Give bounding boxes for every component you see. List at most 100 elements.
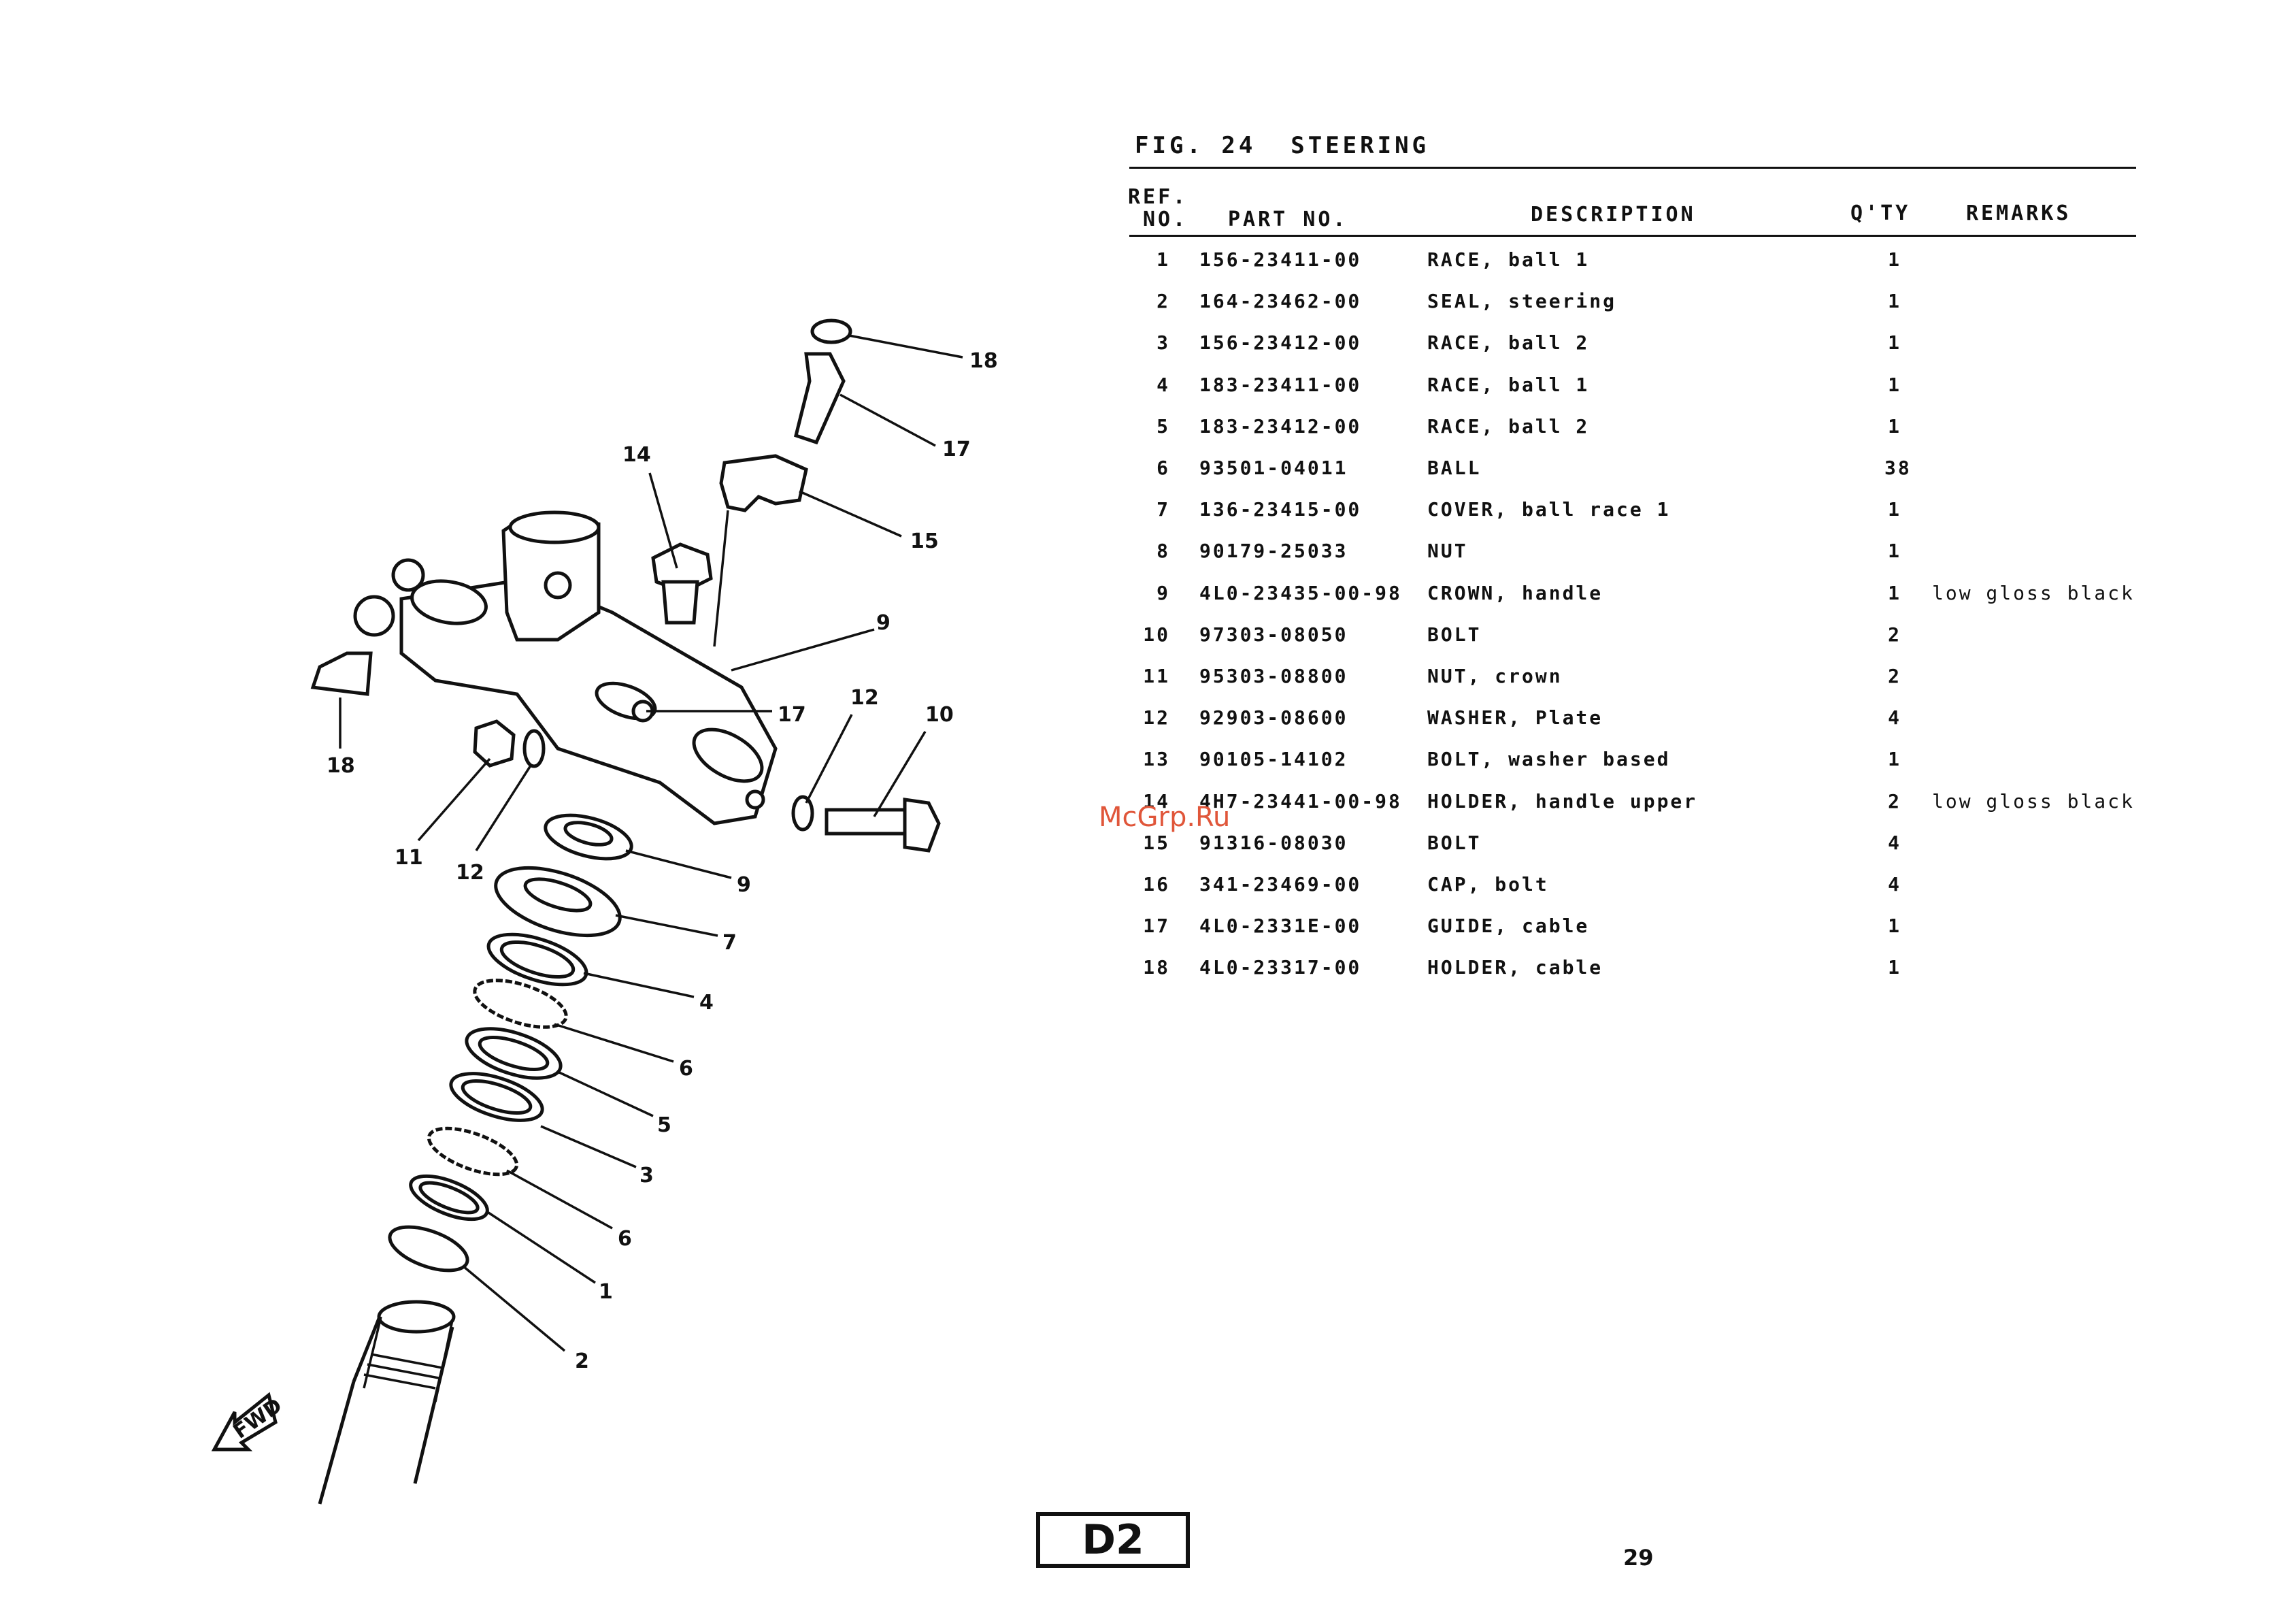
ref-cell: 7 — [1157, 498, 1170, 521]
description-cell: RACE, ball 1 — [1427, 373, 1590, 396]
qty-cell: 38 — [1884, 457, 1912, 479]
callout-3: 3 — [639, 1164, 654, 1187]
qty-cell: 1 — [1888, 748, 1901, 771]
description-cell: GUIDE, cable — [1427, 915, 1590, 938]
washer-left-part — [522, 729, 546, 768]
exploded-view-diagram: FWD — [0, 0, 1034, 1623]
table-row: 4 183-23411-00 RACE, ball 1 1 — [1129, 374, 2136, 412]
qty-cell: 4 — [1888, 873, 1901, 896]
remarks-cell: low gloss black — [1932, 789, 2135, 813]
part-no-cell: 92903-08600 — [1199, 706, 1348, 729]
qty-cell: 1 — [1888, 540, 1901, 563]
qty-cell: 2 — [1888, 623, 1901, 646]
steering-stem — [318, 1300, 456, 1505]
ref-cell: 2 — [1157, 290, 1170, 313]
part-no-cell: 164-23462-00 — [1199, 290, 1362, 313]
description-cell: SEAL, steering — [1427, 290, 1617, 313]
table-row: 10 97303-08050 BOLT 2 — [1129, 623, 2136, 661]
callout-2: 2 — [575, 1349, 589, 1373]
balls-upper-part — [473, 979, 568, 1029]
callout-6-lower: 6 — [618, 1227, 632, 1251]
qty-cell: 1 — [1888, 498, 1901, 521]
qty-cell: 1 — [1888, 956, 1901, 979]
description-cell: RACE, ball 2 — [1427, 414, 1590, 438]
part-no-cell: 90179-25033 — [1199, 540, 1348, 563]
header-qty: Q'TY — [1850, 201, 1911, 225]
ref-cell: 1 — [1157, 248, 1170, 271]
description-cell: BOLT — [1427, 623, 1482, 646]
part-no-cell: 90105-14102 — [1199, 748, 1348, 771]
callout-8: 9 — [737, 873, 751, 897]
description-cell: CAP, bolt — [1427, 873, 1549, 896]
crown-handle-part — [399, 510, 778, 825]
page-number: 29 — [1623, 1545, 1654, 1571]
bolt-15-part — [794, 352, 846, 445]
table-row: 12 92903-08600 WASHER, Plate 4 — [1129, 706, 2136, 744]
description-cell: HOLDER, cable — [1427, 956, 1603, 979]
description-cell: RACE, ball 2 — [1427, 331, 1590, 355]
balls-lower-part — [427, 1126, 519, 1177]
part-no-cell: 4L0-23435-00-98 — [1199, 581, 1402, 604]
description-cell: NUT — [1427, 540, 1468, 563]
part-no-cell: 156-23412-00 — [1199, 331, 1362, 355]
part-no-cell: 183-23411-00 — [1199, 373, 1362, 396]
qty-cell: 1 — [1888, 915, 1901, 938]
qty-cell: 1 — [1888, 373, 1901, 396]
callout-18: 18 — [327, 754, 355, 778]
fwd-label: FWD — [229, 1394, 286, 1444]
handle-holder-part — [719, 454, 808, 512]
callout-16: 18 — [969, 349, 998, 373]
qty-cell: 1 — [1888, 581, 1901, 604]
section-code: D2 — [1082, 1516, 1144, 1564]
table-row: 17 4L0-2331E-00 GUIDE, cable 1 — [1129, 915, 2136, 953]
part-no-cell: 4L0-2331E-00 — [1199, 915, 1362, 938]
part-no-cell: 95303-08800 — [1199, 665, 1348, 687]
callout-17: 17 — [778, 703, 806, 727]
bolt-10-part — [825, 798, 941, 853]
part-no-cell: 156-23411-00 — [1199, 248, 1362, 271]
ref-cell: 11 — [1143, 665, 1170, 687]
description-cell: WASHER, Plate — [1427, 706, 1603, 729]
callout-1: 1 — [599, 1280, 613, 1304]
header-divider — [1129, 235, 2136, 237]
ref-cell: 17 — [1143, 915, 1170, 938]
ref-cell: 6 — [1157, 457, 1170, 479]
part-no-cell: 97303-08050 — [1199, 623, 1348, 646]
qty-cell: 2 — [1888, 665, 1901, 687]
part-no-cell: 183-23412-00 — [1199, 414, 1362, 438]
callout-9: 9 — [876, 611, 891, 635]
ref-cell: 5 — [1157, 414, 1170, 438]
header-part-no: PART NO. — [1228, 208, 1348, 231]
description-cell: BOLT — [1427, 831, 1482, 854]
description-cell: HOLDER, handle upper — [1427, 789, 1698, 813]
bolt-13-part — [651, 542, 713, 625]
callout-12-right: 12 — [850, 686, 879, 710]
part-no-cell: 136-23415-00 — [1199, 498, 1362, 521]
callout-13: 14 — [622, 443, 651, 467]
seal-steering-part — [388, 1225, 469, 1273]
callout-15: 17 — [942, 438, 971, 461]
ref-cell: 10 — [1143, 623, 1170, 646]
ref-cell: 12 — [1143, 706, 1170, 729]
washer-right-part — [791, 795, 814, 832]
ref-cell: 4 — [1157, 373, 1170, 396]
figure-name: STEERING — [1291, 132, 1430, 159]
table-row: 5 183-23412-00 RACE, ball 2 1 — [1129, 415, 2136, 453]
callout-14: 15 — [910, 529, 939, 553]
description-cell: BALL — [1427, 457, 1482, 479]
ref-cell: 16 — [1143, 873, 1170, 896]
figure-number: FIG. 24 — [1135, 132, 1257, 159]
ref-cell: 3 — [1157, 331, 1170, 355]
ref-cell: 14 — [1143, 789, 1170, 813]
qty-cell: 1 — [1888, 414, 1901, 438]
qty-cell: 4 — [1888, 706, 1901, 729]
description-cell: CROWN, handle — [1427, 581, 1603, 604]
qty-cell: 1 — [1888, 290, 1901, 313]
